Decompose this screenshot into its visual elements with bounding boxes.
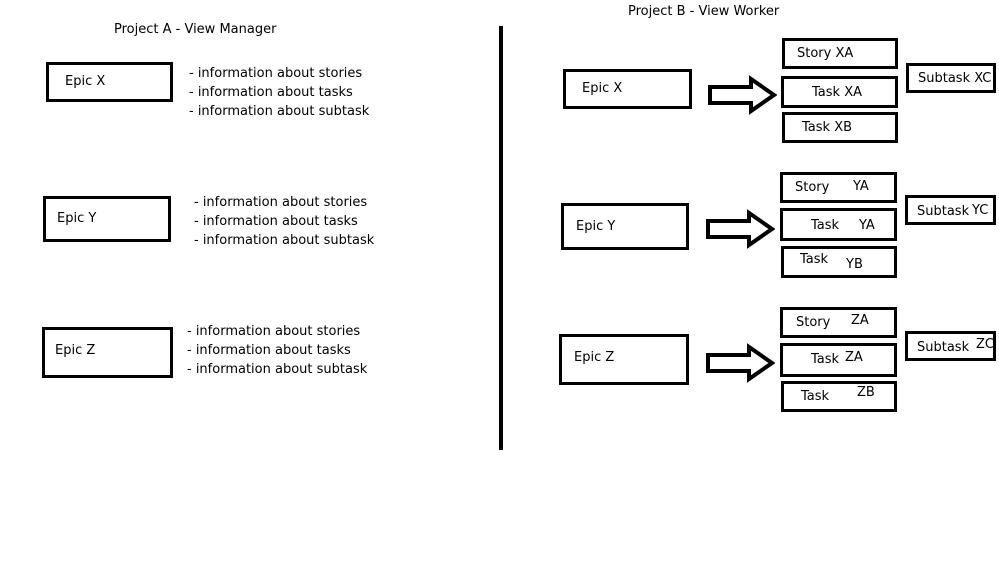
- info-line: - information about stories: [194, 195, 368, 210]
- item-code: YA: [853, 179, 869, 194]
- item-kind: Task: [811, 352, 840, 367]
- item-code: YC: [972, 203, 989, 218]
- project-b-subtask-zc: Subtask ZC: [905, 331, 996, 361]
- item-kind: Task: [811, 218, 840, 233]
- project-b-subtask-yc: Subtask YC: [905, 195, 996, 225]
- project-a-epic-x: Epic X: [46, 62, 173, 102]
- project-b-epic-z: Epic Z: [559, 334, 689, 385]
- right-hollow-arrow-icon: [706, 209, 775, 249]
- info-line: - information about tasks: [194, 214, 358, 229]
- info-line: - information about tasks: [187, 343, 351, 358]
- item-code: ZC: [976, 337, 994, 352]
- project-b-task-ya: Task YA: [780, 208, 897, 241]
- item-kind: Subtask: [917, 340, 970, 355]
- project-b-story-xa: Story XA: [782, 38, 898, 69]
- project-b-epic-x: Epic X: [563, 69, 692, 109]
- project-a-epic-z: Epic Z: [42, 327, 173, 378]
- project-b-task-xa: Task XA: [781, 76, 898, 108]
- item-code: YA: [859, 218, 875, 233]
- info-line: - information about subtask: [187, 362, 368, 377]
- project-a-epic-x-info: - information about stories - informatio…: [189, 64, 369, 121]
- epic-label: Epic Y: [576, 219, 616, 234]
- epic-label: Epic X: [65, 74, 106, 89]
- project-a-title: Project A - View Manager: [114, 22, 277, 37]
- item-kind: Task: [801, 389, 830, 404]
- info-line: - information about stories: [187, 324, 361, 339]
- item-code: ZA: [845, 350, 863, 365]
- right-hollow-arrow-icon: [708, 75, 777, 115]
- item-kind: Task: [800, 252, 829, 267]
- item-label: Subtask XC: [918, 71, 992, 86]
- info-line: - information about tasks: [189, 85, 353, 100]
- item-label: Task XA: [812, 85, 862, 100]
- project-b-task-zb: Task ZB: [781, 381, 897, 412]
- project-a-epic-y-info: - information about stories - informatio…: [194, 193, 374, 250]
- item-label: Story XA: [797, 46, 854, 61]
- item-code: ZA: [851, 313, 869, 328]
- item-kind: Story: [795, 180, 830, 195]
- project-b-subtask-xc: Subtask XC: [906, 63, 996, 93]
- info-line: - information about stories: [189, 66, 363, 81]
- project-b-task-yb: Task YB: [781, 246, 897, 278]
- info-line: - information about subtask: [189, 104, 370, 119]
- info-line: - information about subtask: [194, 233, 375, 248]
- project-b-title: Project B - View Worker: [628, 4, 780, 19]
- epic-label: Epic Z: [55, 343, 96, 358]
- project-b-epic-y: Epic Y: [561, 203, 689, 250]
- project-a-epic-y: Epic Y: [43, 196, 171, 242]
- vertical-divider: [499, 26, 503, 450]
- epic-label: Epic Z: [574, 350, 615, 365]
- right-hollow-arrow-icon: [706, 343, 775, 383]
- project-b-task-xb: Task XB: [782, 112, 898, 143]
- item-code: YB: [846, 257, 863, 272]
- item-label: Task XB: [802, 120, 853, 135]
- project-b-story-za: Story ZA: [780, 307, 897, 338]
- project-a-epic-z-info: - information about stories - informatio…: [187, 322, 367, 379]
- epic-label: Epic X: [582, 81, 623, 96]
- epic-label: Epic Y: [57, 211, 97, 226]
- project-b-task-za: Task ZA: [780, 343, 897, 377]
- item-kind: Story: [796, 315, 831, 330]
- item-kind: Subtask: [917, 204, 970, 219]
- item-code: ZB: [857, 385, 875, 400]
- project-b-story-ya: Story YA: [780, 172, 897, 203]
